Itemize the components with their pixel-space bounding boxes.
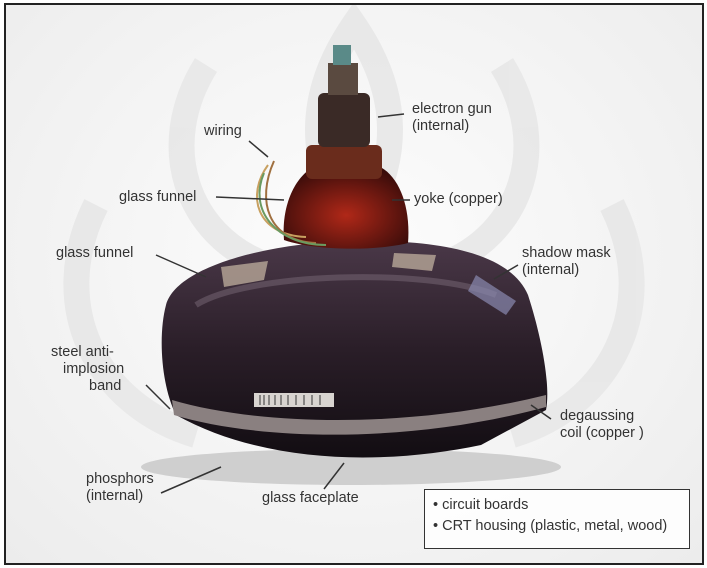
label-wiring: wiring xyxy=(204,123,242,140)
legend-item-crt-housing: • CRT housing (plastic, metal, wood) xyxy=(433,516,681,537)
electron-gun xyxy=(318,93,370,147)
label-glass-faceplate: glass faceplate xyxy=(262,490,359,507)
label-shadow-mask: shadow mask(internal) xyxy=(522,245,611,279)
label-glass-funnel-left: glass funnel xyxy=(56,245,133,262)
label-yoke: yoke (copper) xyxy=(414,191,503,208)
yoke xyxy=(306,145,382,179)
legend-item-circuit-boards: • circuit boards xyxy=(433,495,681,516)
label-electron-gun: electron gun(internal) xyxy=(412,101,492,135)
label-phosphors: phosphors(internal) xyxy=(86,471,154,505)
barcode-label xyxy=(254,393,334,407)
legend-box: • circuit boards • CRT housing (plastic,… xyxy=(424,489,690,549)
figure-frame: electron gun(internal) wiring glass funn… xyxy=(4,3,704,565)
label-glass-funnel-top: glass funnel xyxy=(119,189,196,206)
